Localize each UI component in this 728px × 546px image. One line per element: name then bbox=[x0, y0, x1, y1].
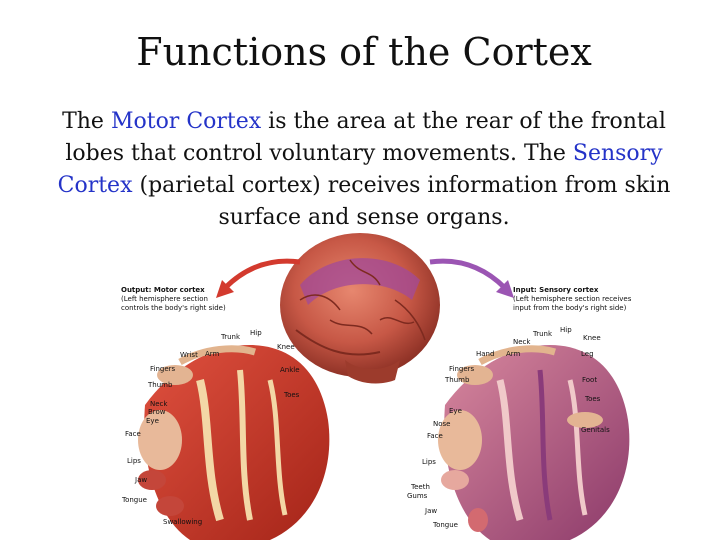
motor-label-jaw: Jaw bbox=[135, 476, 148, 484]
sensory-label-tongue: Tongue bbox=[433, 521, 458, 529]
sensory-homunculus bbox=[438, 345, 630, 540]
motor-caption: Output: Motor cortex (Left hemisphere se… bbox=[121, 286, 226, 313]
motor-label-eye: Eye bbox=[146, 417, 159, 425]
sensory-label-jaw: Jaw bbox=[425, 507, 438, 515]
sensory-label-lips: Lips bbox=[422, 458, 436, 466]
sensory-cortex-term: Sensory Cortex bbox=[57, 141, 663, 198]
motor-caption-title: Output: Motor cortex bbox=[121, 286, 205, 294]
motor-label-arm: Arm bbox=[205, 350, 220, 358]
sensory-input-arrow bbox=[429, 258, 507, 290]
motor-label-neck: Neck bbox=[150, 400, 168, 408]
sensory-label-fingers: Fingers bbox=[449, 365, 475, 373]
sensory-label-foot: Foot bbox=[582, 376, 598, 384]
sensory-caption-title: Input: Sensory cortex bbox=[513, 286, 599, 294]
sensory-label-neck: Neck bbox=[513, 338, 531, 346]
motor-output-arrow bbox=[223, 258, 301, 290]
sensory-label-trunk: Trunk bbox=[533, 330, 553, 338]
sensory-caption-line2: input from the body's right side) bbox=[513, 304, 627, 312]
sensory-label-knee: Knee bbox=[583, 334, 601, 342]
motor-label-lips: Lips bbox=[127, 457, 141, 465]
sensory-caption-line1: (Left hemisphere section receives bbox=[513, 295, 632, 303]
text-part-3: (parietal cortex) receives information f… bbox=[132, 173, 671, 230]
sensory-label-thumb: Thumb bbox=[445, 376, 470, 384]
motor-caption-line1: (Left hemisphere section bbox=[121, 295, 208, 303]
sensory-label-hand: Hand bbox=[476, 350, 495, 358]
motor-homunculus bbox=[138, 345, 330, 540]
motor-label-wrist: Wrist bbox=[180, 351, 198, 359]
motor-label-trunk: Trunk bbox=[221, 333, 241, 341]
motor-label-hip: Hip bbox=[250, 329, 262, 337]
text-part-1: The bbox=[62, 109, 111, 134]
motor-caption-line2: controls the body's right side) bbox=[121, 304, 226, 312]
motor-label-knee: Knee bbox=[277, 343, 295, 351]
motor-label-toes: Toes bbox=[284, 391, 300, 399]
motor-label-swallowing: Swallowing bbox=[163, 518, 203, 526]
text-part-2: is the area at the rear of the frontal l… bbox=[65, 109, 666, 166]
motor-label-tongue: Tongue bbox=[122, 496, 147, 504]
motor-cortex-term: Motor Cortex bbox=[110, 109, 262, 134]
sensory-label-toes: Toes bbox=[585, 395, 601, 403]
motor-label-fingers: Fingers bbox=[150, 365, 176, 373]
motor-label-thumb: Thumb bbox=[148, 381, 173, 389]
motor-label-brow: Brow bbox=[148, 408, 166, 416]
sensory-label-nose: Nose bbox=[433, 420, 451, 428]
brain-image bbox=[280, 233, 440, 384]
motor-label-ankle: Ankle bbox=[280, 366, 300, 374]
sensory-caption: Input: Sensory cortex (Left hemisphere s… bbox=[513, 286, 631, 313]
sensory-label-leg: Leg bbox=[581, 350, 594, 358]
sensory-label-hip: Hip bbox=[560, 326, 572, 334]
sensory-label-gums: Gums bbox=[407, 492, 428, 500]
sensory-label-eye: Eye bbox=[449, 407, 462, 415]
slide-title: Functions of the Cortex bbox=[136, 30, 592, 74]
motor-label-face: Face bbox=[125, 430, 141, 438]
sensory-label-genitals: Genitals bbox=[581, 426, 610, 434]
sensory-label-arm: Arm bbox=[506, 350, 521, 358]
sensory-label-teeth: Teeth bbox=[411, 483, 430, 491]
sensory-label-face: Face bbox=[427, 432, 443, 440]
slide-body-text: The Motor Cortex is the area at the rear… bbox=[40, 106, 688, 234]
